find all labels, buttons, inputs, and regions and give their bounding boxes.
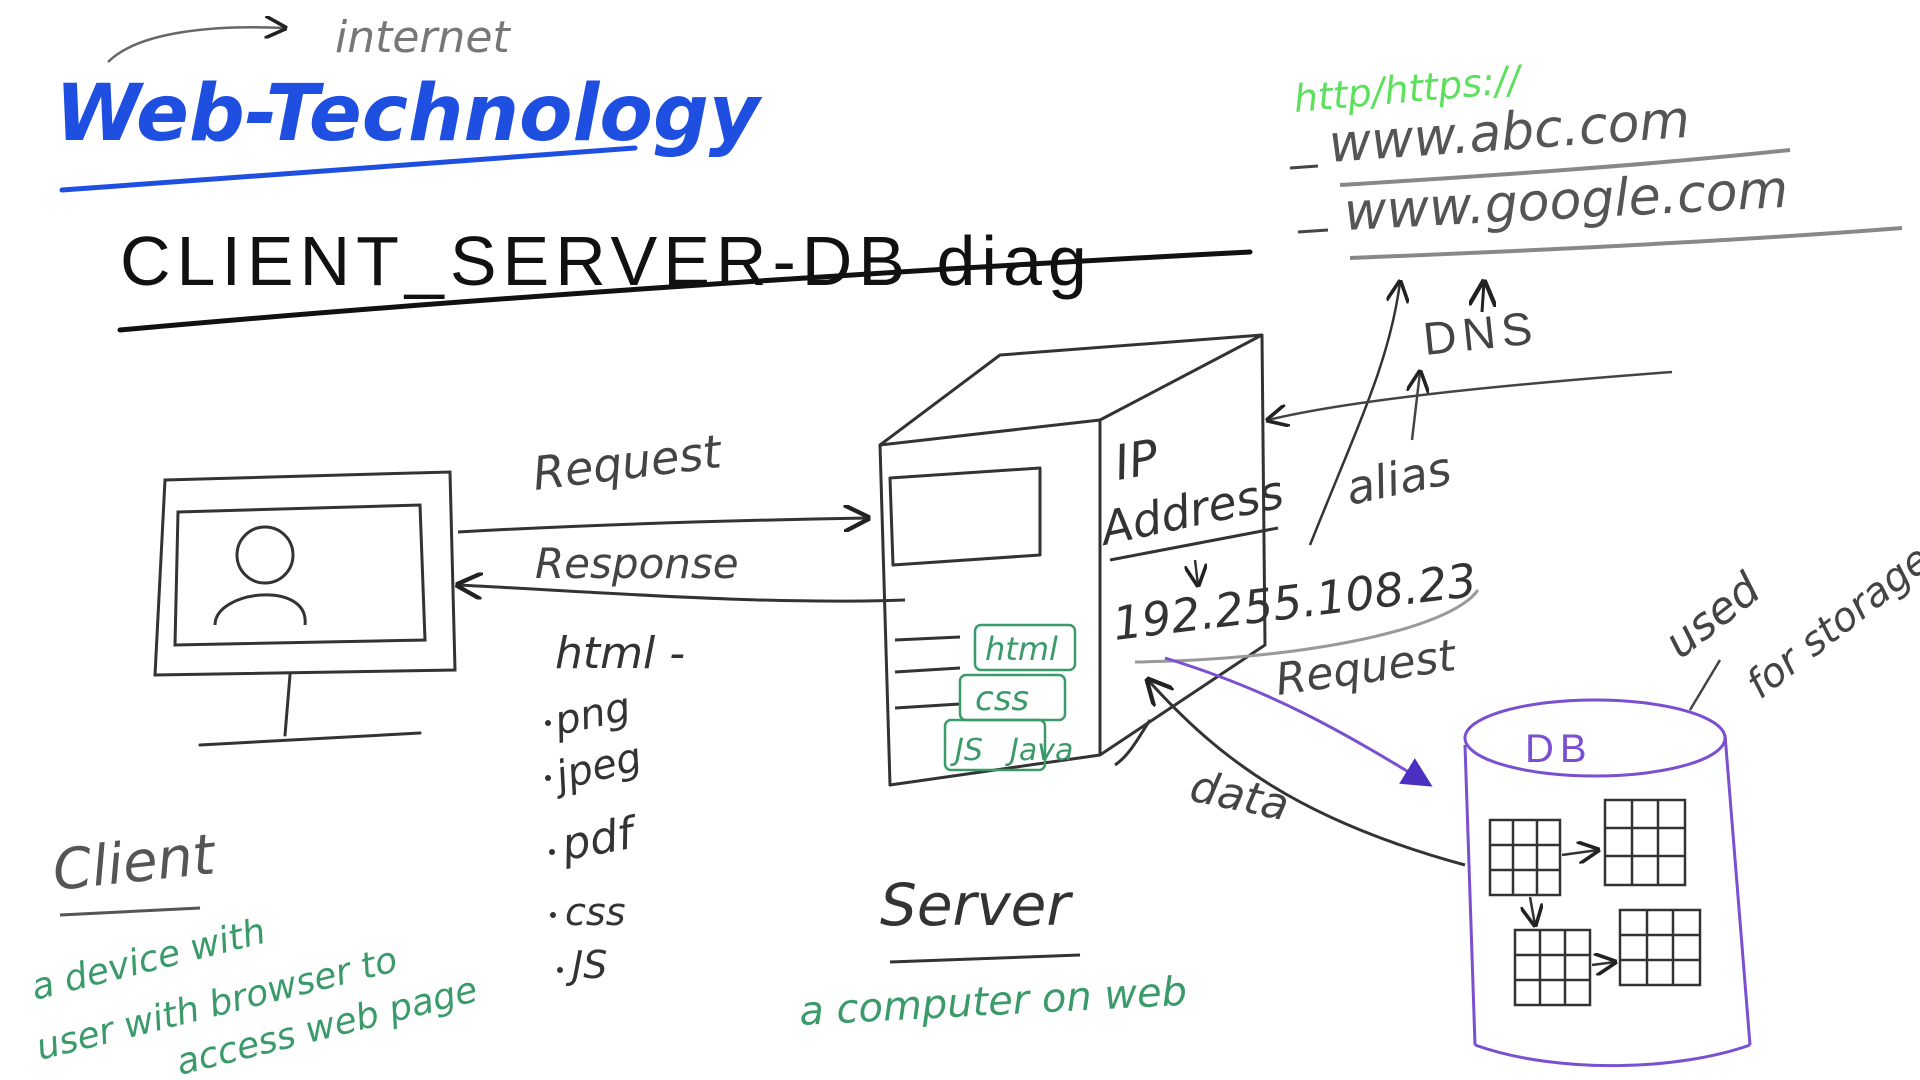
alias-label: alias xyxy=(1341,441,1456,516)
stored-file-js: JS xyxy=(950,733,983,768)
db-note-line-1: used xyxy=(1655,563,1771,669)
internet-arrow xyxy=(107,27,285,63)
db-note-pointer xyxy=(1688,659,1722,711)
file-item-png: png xyxy=(550,684,635,745)
db-data-arrow xyxy=(1148,680,1466,867)
client-description: a device with user with browser to acces… xyxy=(27,911,481,1080)
domain-dash-1 xyxy=(1289,164,1319,170)
internet-label: internet xyxy=(335,12,511,63)
ip-address-label: IP Address xyxy=(1093,429,1288,556)
response-file-list: html - png jpeg pdf css JS xyxy=(545,628,685,987)
domain-abc-underline xyxy=(1339,148,1791,187)
stored-file-java: Java xyxy=(1005,733,1073,768)
db-request-label: Request xyxy=(1272,630,1460,706)
dns-label: DNS xyxy=(1421,301,1541,365)
page-title: Web-Technology xyxy=(55,69,763,159)
subtitle-underline xyxy=(117,249,1253,333)
db-label: DB xyxy=(1525,727,1593,771)
client-monitor xyxy=(153,470,457,747)
response-label: Response xyxy=(535,539,739,588)
dns-to-server-arrow xyxy=(1268,370,1673,420)
server-stored-files: html css JS Java xyxy=(950,630,1073,768)
db-table-arrows xyxy=(1530,850,1615,965)
database-cylinder xyxy=(1463,698,1752,1068)
diagram-subtitle: CLIENT_SERVER-DB diag xyxy=(120,222,1093,300)
dns-up-arrow-lower xyxy=(1412,372,1420,441)
server-underline xyxy=(889,953,1081,964)
ip-down-arrow xyxy=(1195,559,1198,585)
domain-dash-2 xyxy=(1297,228,1329,234)
alias-arrow xyxy=(1308,282,1400,546)
stored-file-html: html xyxy=(985,630,1058,668)
server-tower xyxy=(878,333,1267,787)
client-label: Client xyxy=(50,822,220,904)
server-label: Server xyxy=(880,871,1073,939)
domain-google: www.google.com xyxy=(1343,160,1790,243)
server-file-stack xyxy=(943,623,1077,772)
request-label: Request xyxy=(530,424,726,501)
file-item-css: css xyxy=(565,890,626,934)
file-item-pdf: pdf xyxy=(557,807,644,871)
file-item-html: html - xyxy=(555,628,685,679)
db-used-for-note: used for storage xyxy=(1655,536,1920,707)
dns-up-arrow-upper xyxy=(1482,282,1484,313)
stored-file-css: css xyxy=(975,679,1029,719)
internet-annotation: internet xyxy=(107,12,511,63)
server-to-db-link xyxy=(1114,719,1152,767)
file-item-js: JS xyxy=(565,943,607,987)
ip-label-underline xyxy=(1109,526,1279,562)
response-arrow xyxy=(458,585,906,603)
client-underline xyxy=(59,906,201,917)
db-note-line-2: for storage xyxy=(1738,536,1920,707)
title-underline xyxy=(59,145,638,193)
ip-underline xyxy=(1134,589,1480,664)
ip-label-line-1: IP xyxy=(1110,429,1162,492)
db-request-arrow xyxy=(1164,656,1433,787)
domain-google-underline xyxy=(1349,226,1903,260)
request-arrow xyxy=(457,518,868,534)
db-table-icons xyxy=(1488,798,1702,1007)
server-description: a computer on web xyxy=(798,969,1188,1035)
db-data-label: data xyxy=(1186,761,1294,831)
user-avatar-icon xyxy=(213,525,307,626)
